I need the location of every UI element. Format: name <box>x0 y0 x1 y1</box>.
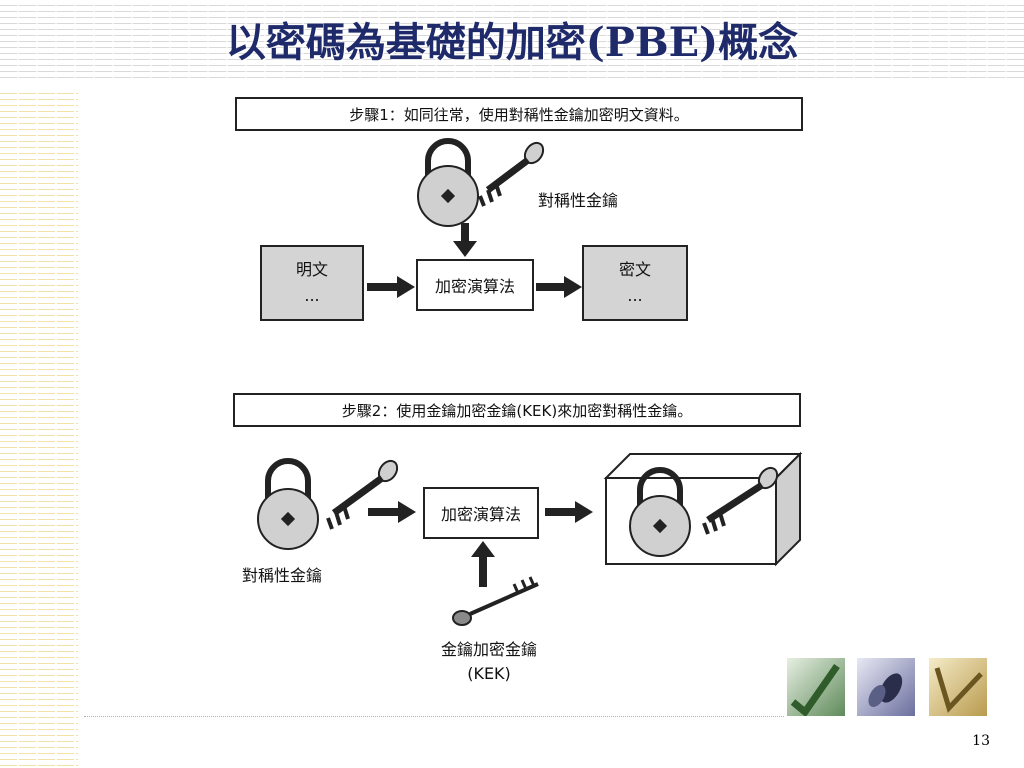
plaintext-label: 明文 <box>295 260 328 279</box>
encrypted-key-box-illustration <box>603 451 803 567</box>
step1-algorithm-label: 加密演算法 <box>434 277 515 296</box>
step2-algorithm-box: 加密演算法 <box>423 487 539 539</box>
arrow-right-icon <box>545 501 593 523</box>
footer-divider <box>84 716 784 717</box>
step1-caption-box: 步驟1：如同往常，使用對稱性金鑰加密明文資料。 <box>235 97 803 131</box>
kek-label-line1: 金鑰加密金鑰 <box>440 640 537 659</box>
step1-caption: 步驟1：如同往常，使用對稱性金鑰加密明文資料。 <box>349 105 689 124</box>
step2-padlock-key-illustration <box>257 458 399 550</box>
step1-padlock-key-illustration <box>417 138 545 227</box>
step2-key-label: 對稱性金鑰 <box>242 566 323 585</box>
padlock-icon <box>417 138 479 227</box>
left-stripe-strip <box>0 88 78 768</box>
kek-label: 金鑰加密金鑰 (KEK) <box>434 638 544 686</box>
decor-thumbnail-icon <box>787 658 845 716</box>
arrow-right-icon <box>368 501 416 523</box>
key-icon <box>452 576 539 626</box>
arrow-right-icon <box>536 276 582 298</box>
pbe-diagram: 步驟1：如同往常，使用對稱性金鑰加密明文資料。 對稱性金鑰 明文 ... 加密演 <box>220 88 820 698</box>
padlock-icon <box>257 458 319 550</box>
key-icon <box>478 141 545 207</box>
plaintext-box: 明文 ... <box>260 245 364 321</box>
arrow-right-icon <box>367 276 415 298</box>
ciphertext-dots: ... <box>627 286 643 305</box>
page-number: 13 <box>972 733 990 749</box>
decor-thumbnail-icon <box>929 658 987 716</box>
plaintext-dots: ... <box>304 286 320 305</box>
key-icon <box>702 466 779 535</box>
decor-thumbnail-icon <box>857 658 915 716</box>
step1-algorithm-box: 加密演算法 <box>416 259 534 311</box>
step2-caption-box: 步驟2：使用金鑰加密金鑰(KEK)來加密對稱性金鑰。 <box>233 393 801 427</box>
kek-label-line2: (KEK) <box>467 664 511 683</box>
padlock-icon <box>629 467 691 557</box>
slide-title: 以密碼為基礎的加密(PBE)概念 <box>225 19 799 66</box>
step2-caption: 步驟2：使用金鑰加密金鑰(KEK)來加密對稱性金鑰。 <box>341 401 693 420</box>
ciphertext-box: 密文 ... <box>582 245 688 321</box>
key-icon <box>326 459 399 530</box>
ciphertext-label: 密文 <box>618 260 651 279</box>
step1-key-label: 對稱性金鑰 <box>538 191 619 210</box>
header-stripe-band <box>0 0 1024 82</box>
arrow-up-icon <box>471 541 495 587</box>
kek-key-illustration <box>452 576 539 626</box>
step2-algorithm-label: 加密演算法 <box>440 505 521 524</box>
arrow-down-icon <box>453 223 477 257</box>
